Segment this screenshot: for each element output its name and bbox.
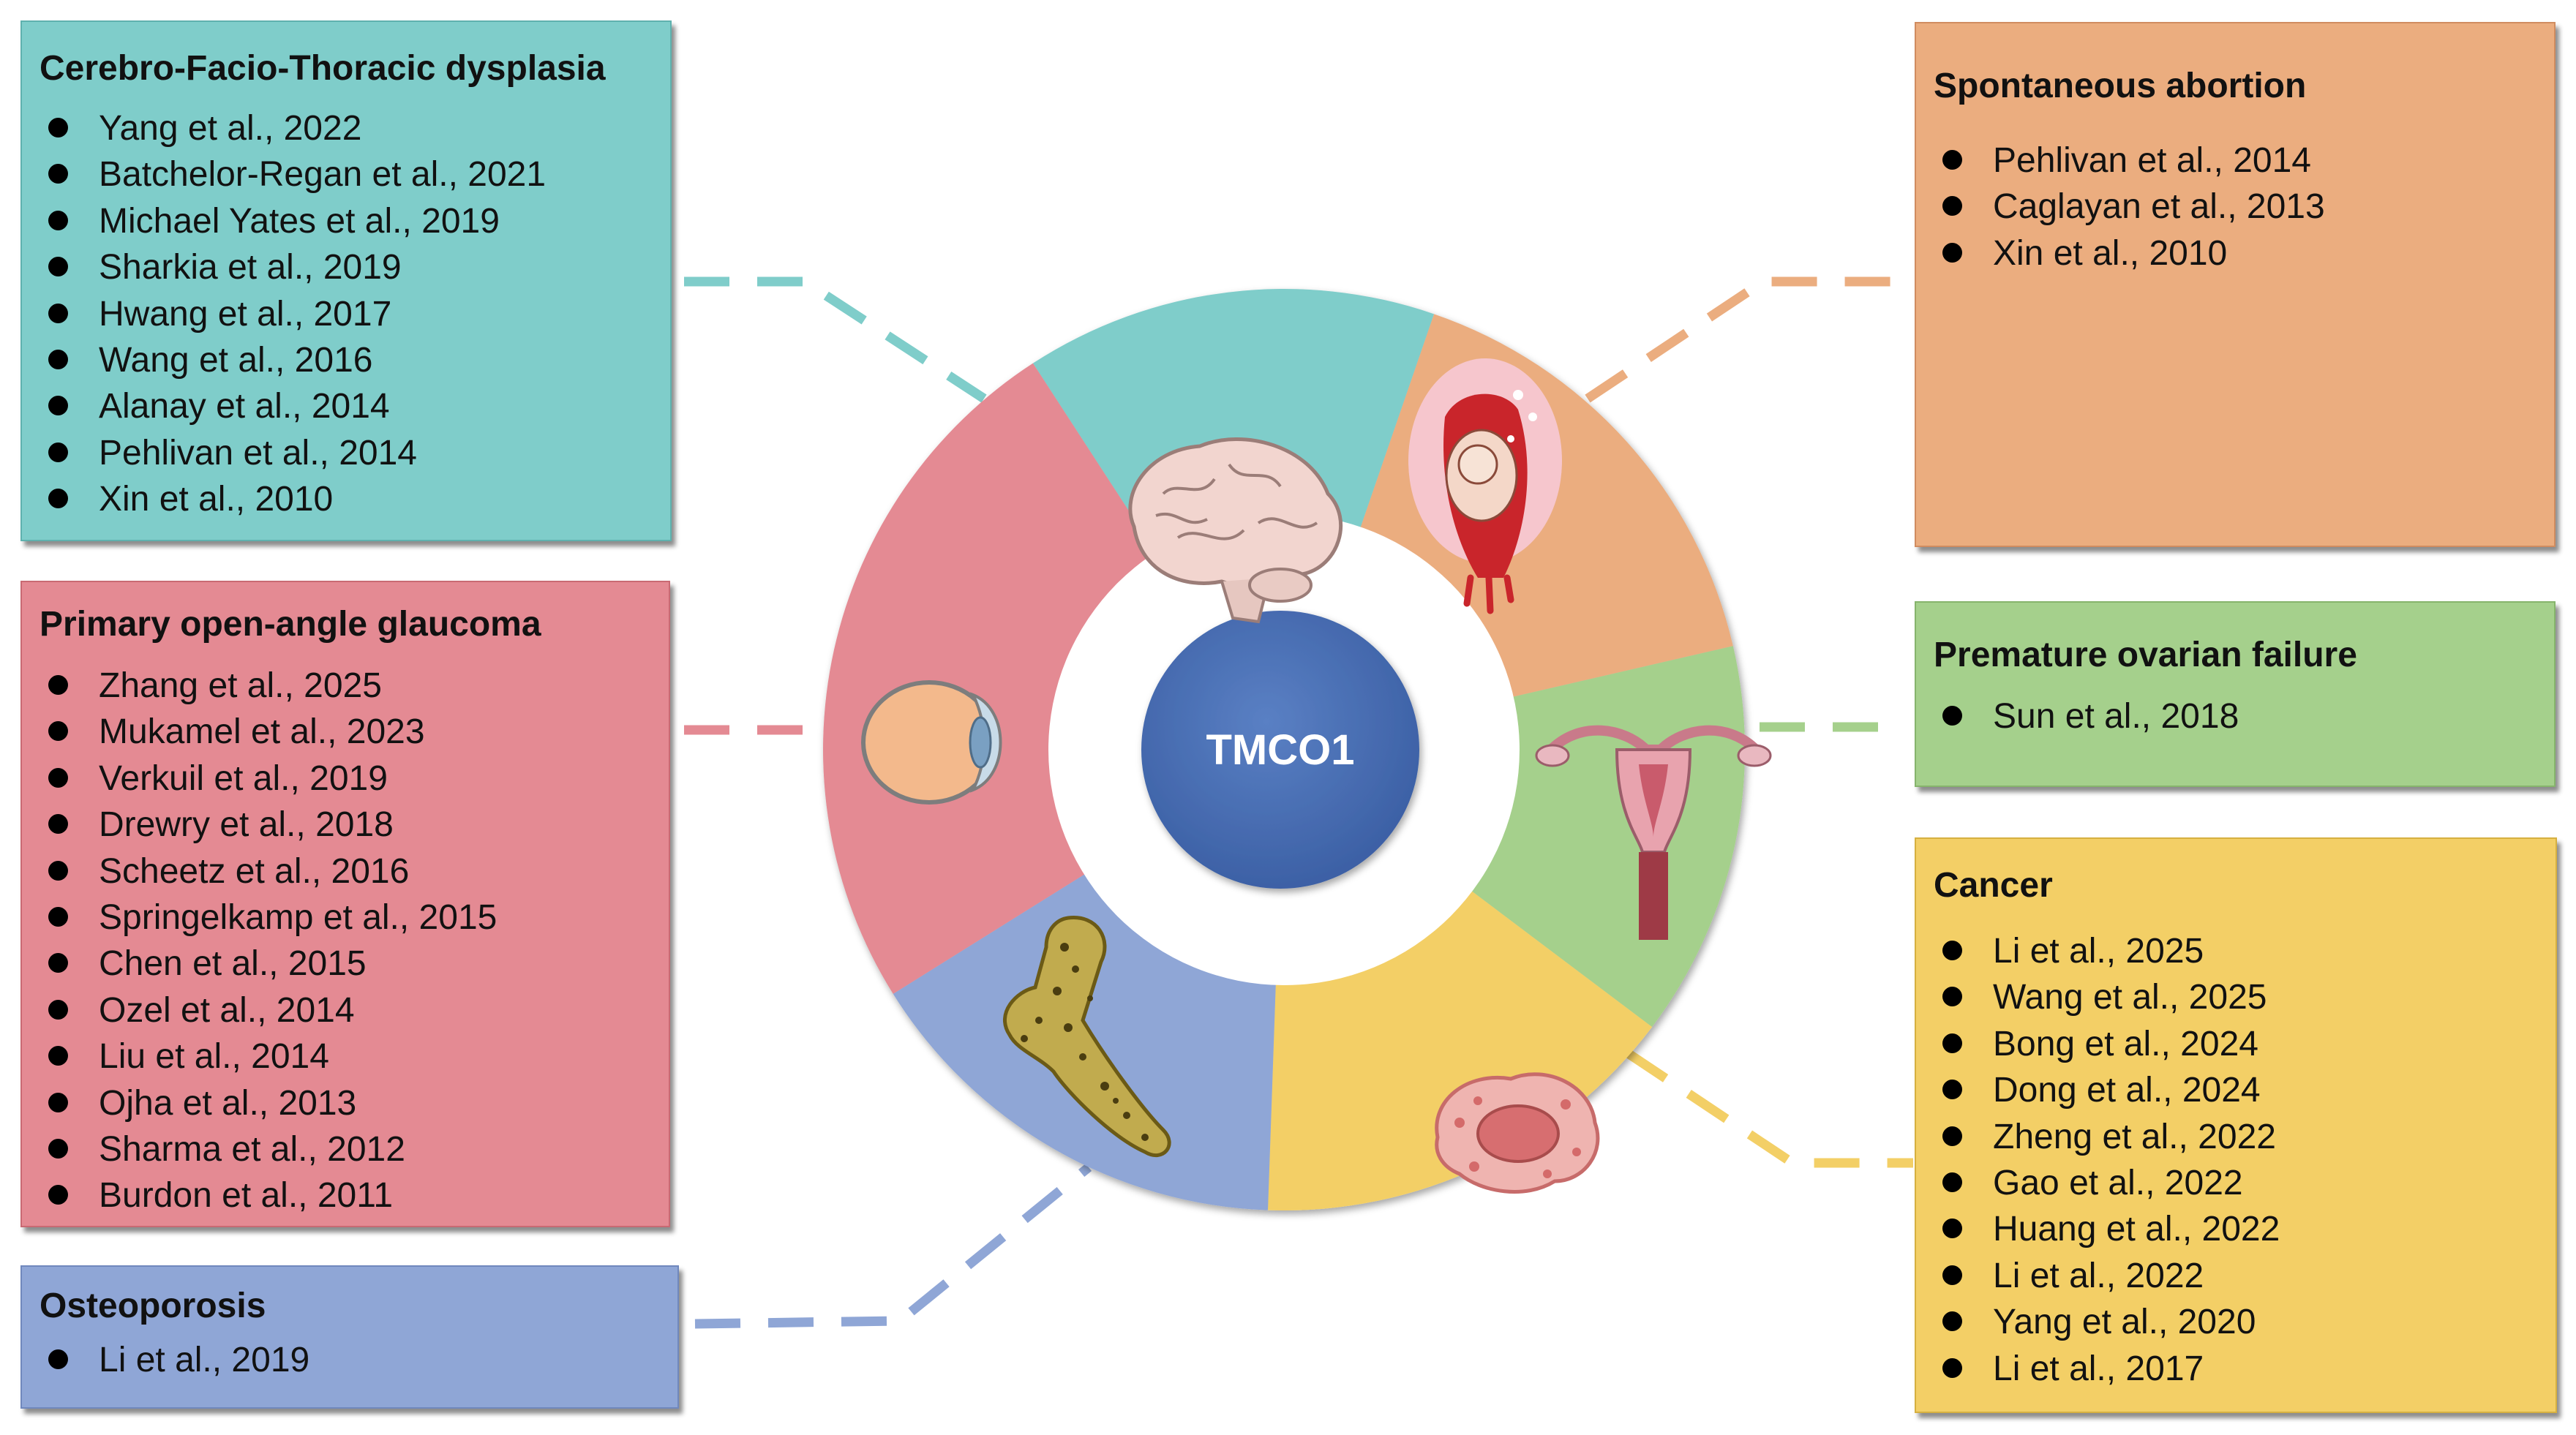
reference-item: Sharma et al., 2012	[22, 1126, 497, 1172]
reference-item: Zhang et al., 2025	[22, 663, 497, 709]
reference-item: Michael Yates et al., 2019	[22, 198, 546, 244]
reference-item: Caglayan et al., 2013	[1916, 184, 2325, 230]
reference-item: Sun et al., 2018	[1916, 693, 2239, 739]
reference-item: Scheetz et al., 2016	[22, 848, 497, 894]
osteoporosis-connector	[694, 1163, 1092, 1329]
bone-icon	[1003, 916, 1171, 1158]
reference-item: Xin et al., 2010	[22, 476, 546, 522]
reference-item: Springelkamp et al., 2015	[22, 894, 497, 941]
osteoporosis-box: Osteoporosis Li et al., 2019	[20, 1265, 679, 1409]
reference-item: Sharkia et al., 2019	[22, 244, 546, 290]
reference-item: Wang et al., 2025	[1916, 974, 2280, 1020]
brain-icon	[1128, 437, 1343, 624]
reference-item: Ojha et al., 2013	[22, 1080, 497, 1126]
reference-item: Bong et al., 2024	[1916, 1021, 2280, 1067]
ovarian-title: Premature ovarian failure	[1934, 636, 2357, 674]
eye-icon	[861, 680, 1002, 805]
abortion-title: Spontaneous abortion	[1934, 67, 2307, 105]
reference-item: Pehlivan et al., 2014	[1916, 138, 2325, 184]
reference-item: Verkuil et al., 2019	[22, 756, 497, 802]
cancer-reference-list: Li et al., 2025 Wang et al., 2025 Bong e…	[1916, 928, 2280, 1392]
uterus-ovaries-icon	[1535, 725, 1772, 940]
tumor-cell-icon	[1435, 1072, 1600, 1194]
reference-item: Yang et al., 2022	[22, 105, 546, 151]
reference-item: Yang et al., 2020	[1916, 1299, 2280, 1345]
center-label: TMCO1	[1206, 726, 1355, 774]
reference-item: Batchelor-Regan et al., 2021	[22, 151, 546, 197]
reference-item: Li et al., 2019	[22, 1337, 309, 1383]
reference-item: Burdon et al., 2011	[22, 1172, 497, 1219]
reference-item: Alanay et al., 2014	[22, 383, 546, 429]
center-node	[1141, 611, 1419, 889]
abortion-box: Spontaneous abortion Pehlivan et al., 20…	[1915, 22, 2556, 547]
reference-item: Mukamel et al., 2023	[22, 709, 497, 755]
reference-item: Chen et al., 2015	[22, 941, 497, 987]
fetus-in-uterus-icon	[1408, 358, 1562, 614]
reference-item: Pehlivan et al., 2014	[22, 430, 546, 476]
reference-item: Hwang et al., 2017	[22, 291, 546, 337]
reference-item: Li et al., 2017	[1916, 1346, 2280, 1392]
reference-item: Liu et al., 2014	[22, 1033, 497, 1080]
cancer-title: Cancer	[1934, 866, 2053, 905]
ovarian-reference-list: Sun et al., 2018	[1916, 693, 2239, 739]
osteoporosis-title: Osteoporosis	[40, 1287, 266, 1325]
ovarian-box: Premature ovarian failure Sun et al., 20…	[1915, 601, 2556, 787]
glaucoma-title: Primary open-angle glaucoma	[40, 605, 541, 644]
reference-item: Drewry et al., 2018	[22, 802, 497, 848]
cancer-box: Cancer Li et al., 2025 Wang et al., 2025…	[1915, 837, 2557, 1413]
cancer-connector	[1625, 1049, 1913, 1168]
reference-item: Li et al., 2025	[1916, 928, 2280, 974]
reference-item: Dong et al., 2024	[1916, 1067, 2280, 1113]
cfts-title: Cerebro-Facio-Thoracic dysplasia	[40, 49, 606, 88]
reference-item: Zheng et al., 2022	[1916, 1114, 2280, 1160]
reference-item: Gao et al., 2022	[1916, 1160, 2280, 1206]
cfts-connector	[684, 276, 987, 403]
reference-item: Wang et al., 2016	[22, 337, 546, 383]
abortion-reference-list: Pehlivan et al., 2014 Caglayan et al., 2…	[1916, 138, 2325, 276]
reference-item: Xin et al., 2010	[1916, 230, 2325, 276]
reference-item: Li et al., 2022	[1916, 1253, 2280, 1299]
abortion-connector	[1585, 276, 1895, 403]
cfts-reference-list: Yang et al., 2022 Batchelor-Regan et al.…	[22, 105, 546, 523]
cfts-box: Cerebro-Facio-Thoracic dysplasia Yang et…	[20, 20, 672, 541]
osteoporosis-reference-list: Li et al., 2019	[22, 1337, 309, 1383]
glaucoma-box: Primary open-angle glaucoma Zhang et al.…	[20, 581, 670, 1227]
reference-item: Ozel et al., 2014	[22, 987, 497, 1033]
reference-item: Huang et al., 2022	[1916, 1206, 2280, 1252]
